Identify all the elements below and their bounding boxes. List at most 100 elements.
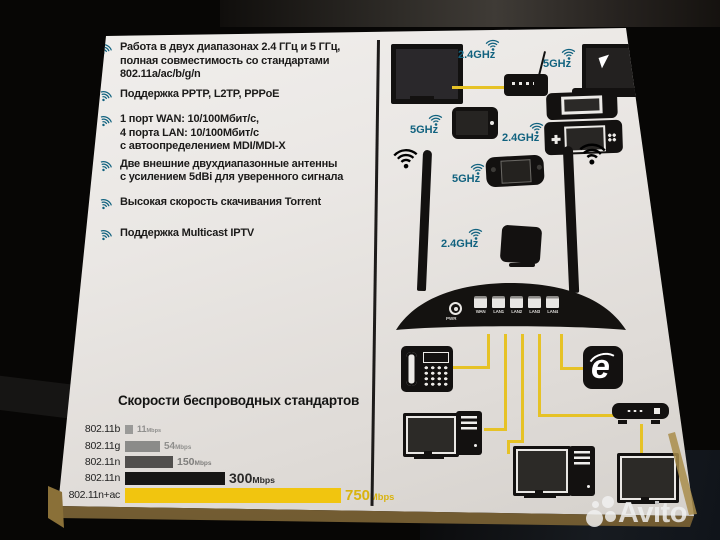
chart-bar <box>125 440 160 452</box>
wifi-bullet-icon <box>98 157 113 172</box>
smartphone-icon <box>452 107 498 139</box>
rj45-port-icon <box>528 296 541 308</box>
chart-bar <box>125 487 341 503</box>
chart-value-label: 150Mbps <box>177 456 212 468</box>
wifi-adapter-icon <box>499 224 543 265</box>
chart-value-label: 750Mbps <box>345 486 395 504</box>
feature-vpn: Поддержка PPTP, L2TP, PPPoE <box>100 88 376 102</box>
ds-dpad <box>551 134 561 145</box>
pc-tower-icon <box>569 446 595 496</box>
monitor-stand <box>424 451 432 456</box>
tv-base <box>631 501 659 504</box>
freq-badge-ds: 2.4GHz <box>502 132 539 144</box>
monitor-base <box>524 495 556 498</box>
freq-badge-psp: 5GHz <box>452 173 480 185</box>
settop-foot <box>618 420 627 424</box>
feature-antennas: Две внешние двухдиапазонные антенны с ус… <box>100 158 376 185</box>
settop-box-icon <box>612 403 669 419</box>
chart-category-label: 802.11n <box>84 472 120 484</box>
feature-line: 1 порт WAN: 10/100Мбит/с, <box>120 113 259 125</box>
feature-line: 802.11a/ac/b/g/n <box>120 68 201 80</box>
feature-line: Работа в двух диапазонах 2.4 ГГц и 5 ГГц… <box>120 41 341 53</box>
chart-value-label: 300Mbps <box>229 470 276 486</box>
freq-badge-laptop: 5GHz <box>543 58 571 70</box>
ds-buttons <box>607 132 617 143</box>
chart-category-label: 802.11g <box>84 440 120 452</box>
laptop-icon <box>582 44 644 94</box>
port-lan4: LAN4 <box>546 296 559 314</box>
chart-category-label: 802.11n+ac <box>68 489 121 501</box>
feature-line: Высокая скорость скачивания Torrent <box>120 195 322 208</box>
feature-line: полная совместимость со стандартами <box>120 54 330 67</box>
wifi-bullet-icon <box>98 112 113 127</box>
cable <box>507 440 524 443</box>
cable <box>484 428 507 431</box>
cable <box>504 334 507 431</box>
cable <box>538 414 615 417</box>
rj45-port-icon <box>546 296 559 308</box>
feature-dual-band: Работа в двух диапазонах 2.4 ГГц и 5 ГГц… <box>100 41 376 82</box>
feature-list: Работа в двух диапазонах 2.4 ГГц и 5 ГГц… <box>100 41 376 241</box>
tv-stand <box>641 497 649 501</box>
wifi-bullet-icon <box>98 87 113 102</box>
desktop-monitor-icon <box>513 446 571 496</box>
chart-category-label: 802.11b <box>84 423 120 435</box>
cable <box>560 334 563 370</box>
avito-watermark-text: Avito <box>618 497 687 529</box>
rj45-port-icon <box>492 296 505 308</box>
wifi-bullet-icon <box>98 226 113 241</box>
rj45-port-icon <box>510 296 523 308</box>
avito-watermark: Avito <box>586 496 687 530</box>
phone-display <box>423 352 449 363</box>
tv-icon <box>391 44 463 104</box>
router-antenna-right <box>562 145 580 294</box>
router-ports: WAN LAN1 LAN2 LAN3 LAN4 <box>474 296 559 314</box>
chart-bar <box>125 456 173 468</box>
phone-handset <box>406 352 417 386</box>
monitor-base <box>414 456 444 459</box>
tv-stand <box>410 96 434 100</box>
chart-value-label: 11Mbps <box>137 424 162 434</box>
desktop-monitor-icon <box>403 413 459 457</box>
desk-phone-icon <box>401 346 453 392</box>
router-power-label: PWR <box>446 316 457 321</box>
cable-tv-media <box>452 86 504 89</box>
phone-keypad <box>423 365 449 387</box>
cable <box>538 334 541 417</box>
game-console-psp-icon <box>485 154 545 188</box>
pc-tower-icon <box>456 411 482 455</box>
cable <box>507 440 510 454</box>
internet-e-glyph: e <box>591 348 610 386</box>
monitor-screen <box>406 416 456 454</box>
feature-line: с усилением 5dBi для уверенного сигнала <box>120 171 344 183</box>
cursor-arrow-icon <box>598 54 613 69</box>
cable <box>640 424 643 454</box>
chart-category-label: 802.11n <box>84 456 120 468</box>
cable <box>560 367 585 370</box>
chart-row-802-11n-150: 802.11n 150Mbps <box>58 454 212 470</box>
rj45-port-icon <box>474 296 487 308</box>
media-box-icon <box>504 74 548 96</box>
tv-screen <box>620 456 676 500</box>
freq-badge-adapter: 2.4GHz <box>441 238 478 250</box>
port-wan: WAN <box>474 296 487 314</box>
freq-badge-media: 2.4GHz <box>458 49 495 61</box>
feature-torrent: Высокая скорость скачивания Torrent <box>100 196 376 210</box>
port-lan3: LAN3 <box>528 296 541 314</box>
antenna-signal-left-icon <box>389 139 421 171</box>
feature-line: 4 порта LAN: 10/100Мбит/с <box>120 126 259 139</box>
wifi-bullet-icon <box>98 40 113 55</box>
chart-row-802-11n-ac: 802.11n+ac 750Mbps <box>58 486 395 504</box>
feature-line: Поддержка Multicast IPTV <box>120 227 254 239</box>
freq-badge-tablet: 5GHz <box>410 124 438 136</box>
feature-line: Поддержка PPTP, L2TP, PPPoE <box>120 87 280 100</box>
feature-line: с автоопределением MDI/MDI-X <box>120 140 286 152</box>
port-lan1: LAN1 <box>492 296 505 314</box>
tv-base <box>403 101 441 104</box>
feature-ports: 1 порт WAN: 10/100Мбит/с, 4 порта LAN: 1… <box>100 113 376 154</box>
cable <box>487 334 490 368</box>
ds-top-screen <box>545 90 618 121</box>
